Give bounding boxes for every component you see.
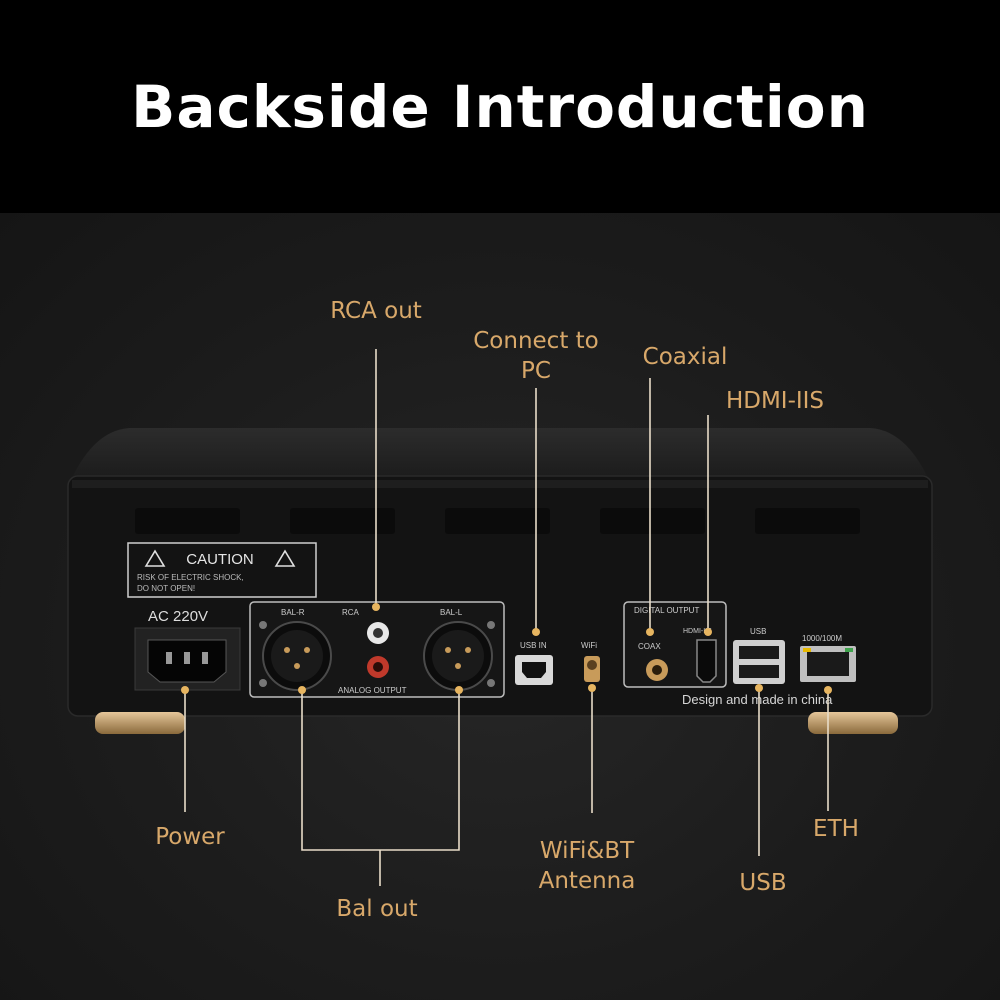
xlr-jack-left [423,621,493,691]
callout-eth: ETH [813,816,859,842]
bal-l-label: BAL-L [440,608,463,617]
rca-jack-white [367,622,389,644]
warning-icon [144,549,166,567]
callout-coaxial: Coaxial [642,344,728,370]
hdmi-iis-label: HDMI-IIS [683,628,712,635]
usb-b-port: USB IN [515,641,553,685]
caution-line-1: RISK OF ELECTRIC SHOCK, [137,573,244,582]
power-inlet: AC 220V [134,608,241,691]
analog-output-label: ANALOG OUTPUT [338,686,407,695]
device-foot-right [808,712,898,734]
callout-usb: USB [739,870,787,896]
caution-line-2: DO NOT OPEN! [137,584,195,593]
header-banner: Backside Introduction [0,0,1000,213]
wifi-antenna-port: WiFi [581,641,600,682]
coax-label: COAX [638,642,661,651]
callout-bal-out: Bal out [336,896,418,922]
analog-output-panel: BAL-R RCA BAL-L ANALOG OUTPUT [249,601,505,698]
ethernet-speed-label: 1000/100M [802,634,842,643]
coax-jack [646,659,668,681]
wifi-label: WiFi [581,641,597,650]
rca-jack-red [367,656,389,678]
usb-a-ports: USB [733,627,785,684]
callout-rca-out: RCA out [330,298,422,324]
device-foot-left [95,712,185,734]
callout-dots [181,603,832,694]
callout-power: Power [155,824,225,850]
xlr-jack-right [262,621,332,691]
digital-output-label: DIGITAL OUTPUT [634,606,699,615]
ethernet-port: 1000/100M [800,634,856,682]
caution-title: CAUTION [186,551,254,568]
page-title: Backside Introduction [131,72,869,141]
usb-port-label: USB [750,627,766,636]
caution-label: CAUTION RISK OF ELECTRIC SHOCK, DO NOT O… [127,542,317,598]
bal-r-label: BAL-R [281,608,305,617]
usb-in-label: USB IN [520,641,547,650]
digital-output-panel: DIGITAL OUTPUT COAX HDMI-IIS [623,601,727,688]
warning-icon [274,549,296,567]
ac-voltage-label: AC 220V [148,608,208,625]
rca-label: RCA [342,608,360,617]
vent-slots [135,508,860,534]
callout-lines [184,349,829,886]
hdmi-port [696,639,717,683]
made-in-label: Design and made in china [682,692,833,707]
callout-hdmi-iis: HDMI-IIS [725,388,825,414]
